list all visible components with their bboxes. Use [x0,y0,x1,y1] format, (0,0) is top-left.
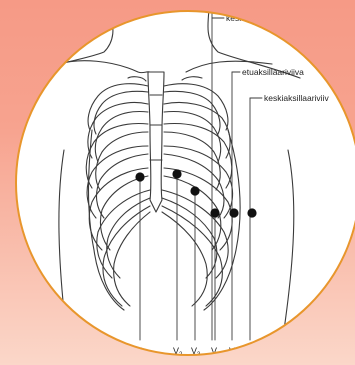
label-mid-axillary-line: keskiaksillaariviiv [264,93,329,103]
electrode-v5 [229,208,238,217]
electrode-v6 [247,208,256,217]
electrode-v1 [135,172,144,181]
electrode-v4 [210,208,219,217]
electrode-v2 [172,169,181,178]
electrode-v3 [190,186,199,195]
label-anterior-axillary-line: etuaksillaariviiva [242,67,304,77]
